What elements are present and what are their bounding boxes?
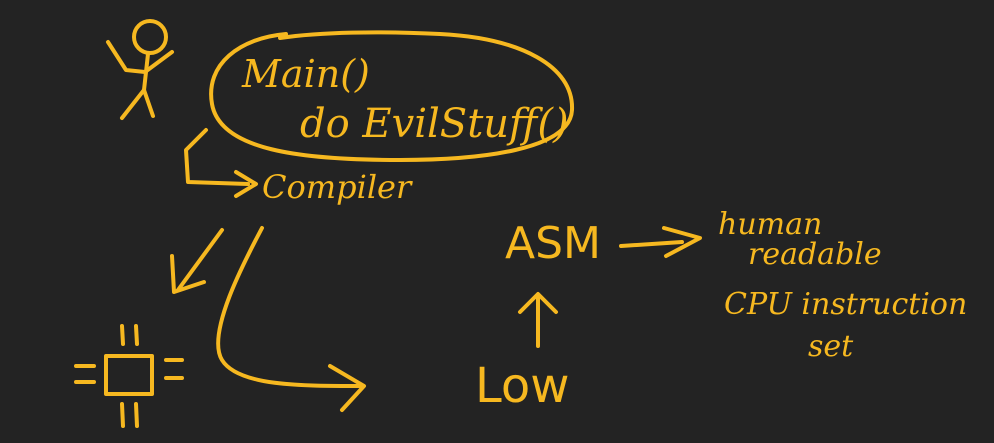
bubble-to-compiler-arrow xyxy=(184,128,250,186)
asm-description-line-3: CPU instruction xyxy=(724,287,968,322)
compiler-to-asm-curve xyxy=(216,226,364,388)
stick-figure-icon xyxy=(106,19,174,120)
main-function-call: Main() xyxy=(242,52,370,96)
code-bubble-outline xyxy=(209,30,575,162)
asm-description-line-1: human xyxy=(718,207,823,242)
asm-description-line-4: set xyxy=(808,329,854,364)
low-level-label: Low xyxy=(475,358,570,414)
compiler-to-cpu-arrow xyxy=(176,228,224,292)
asm-to-description-arrow xyxy=(619,240,684,248)
evil-function-call: do EvilStuff() xyxy=(300,101,569,147)
asm-description-line-2: readable xyxy=(748,237,882,272)
compiler-label: Compiler xyxy=(262,168,412,206)
cpu-chip-icon xyxy=(74,324,184,428)
asm-label: ASM xyxy=(505,218,601,269)
